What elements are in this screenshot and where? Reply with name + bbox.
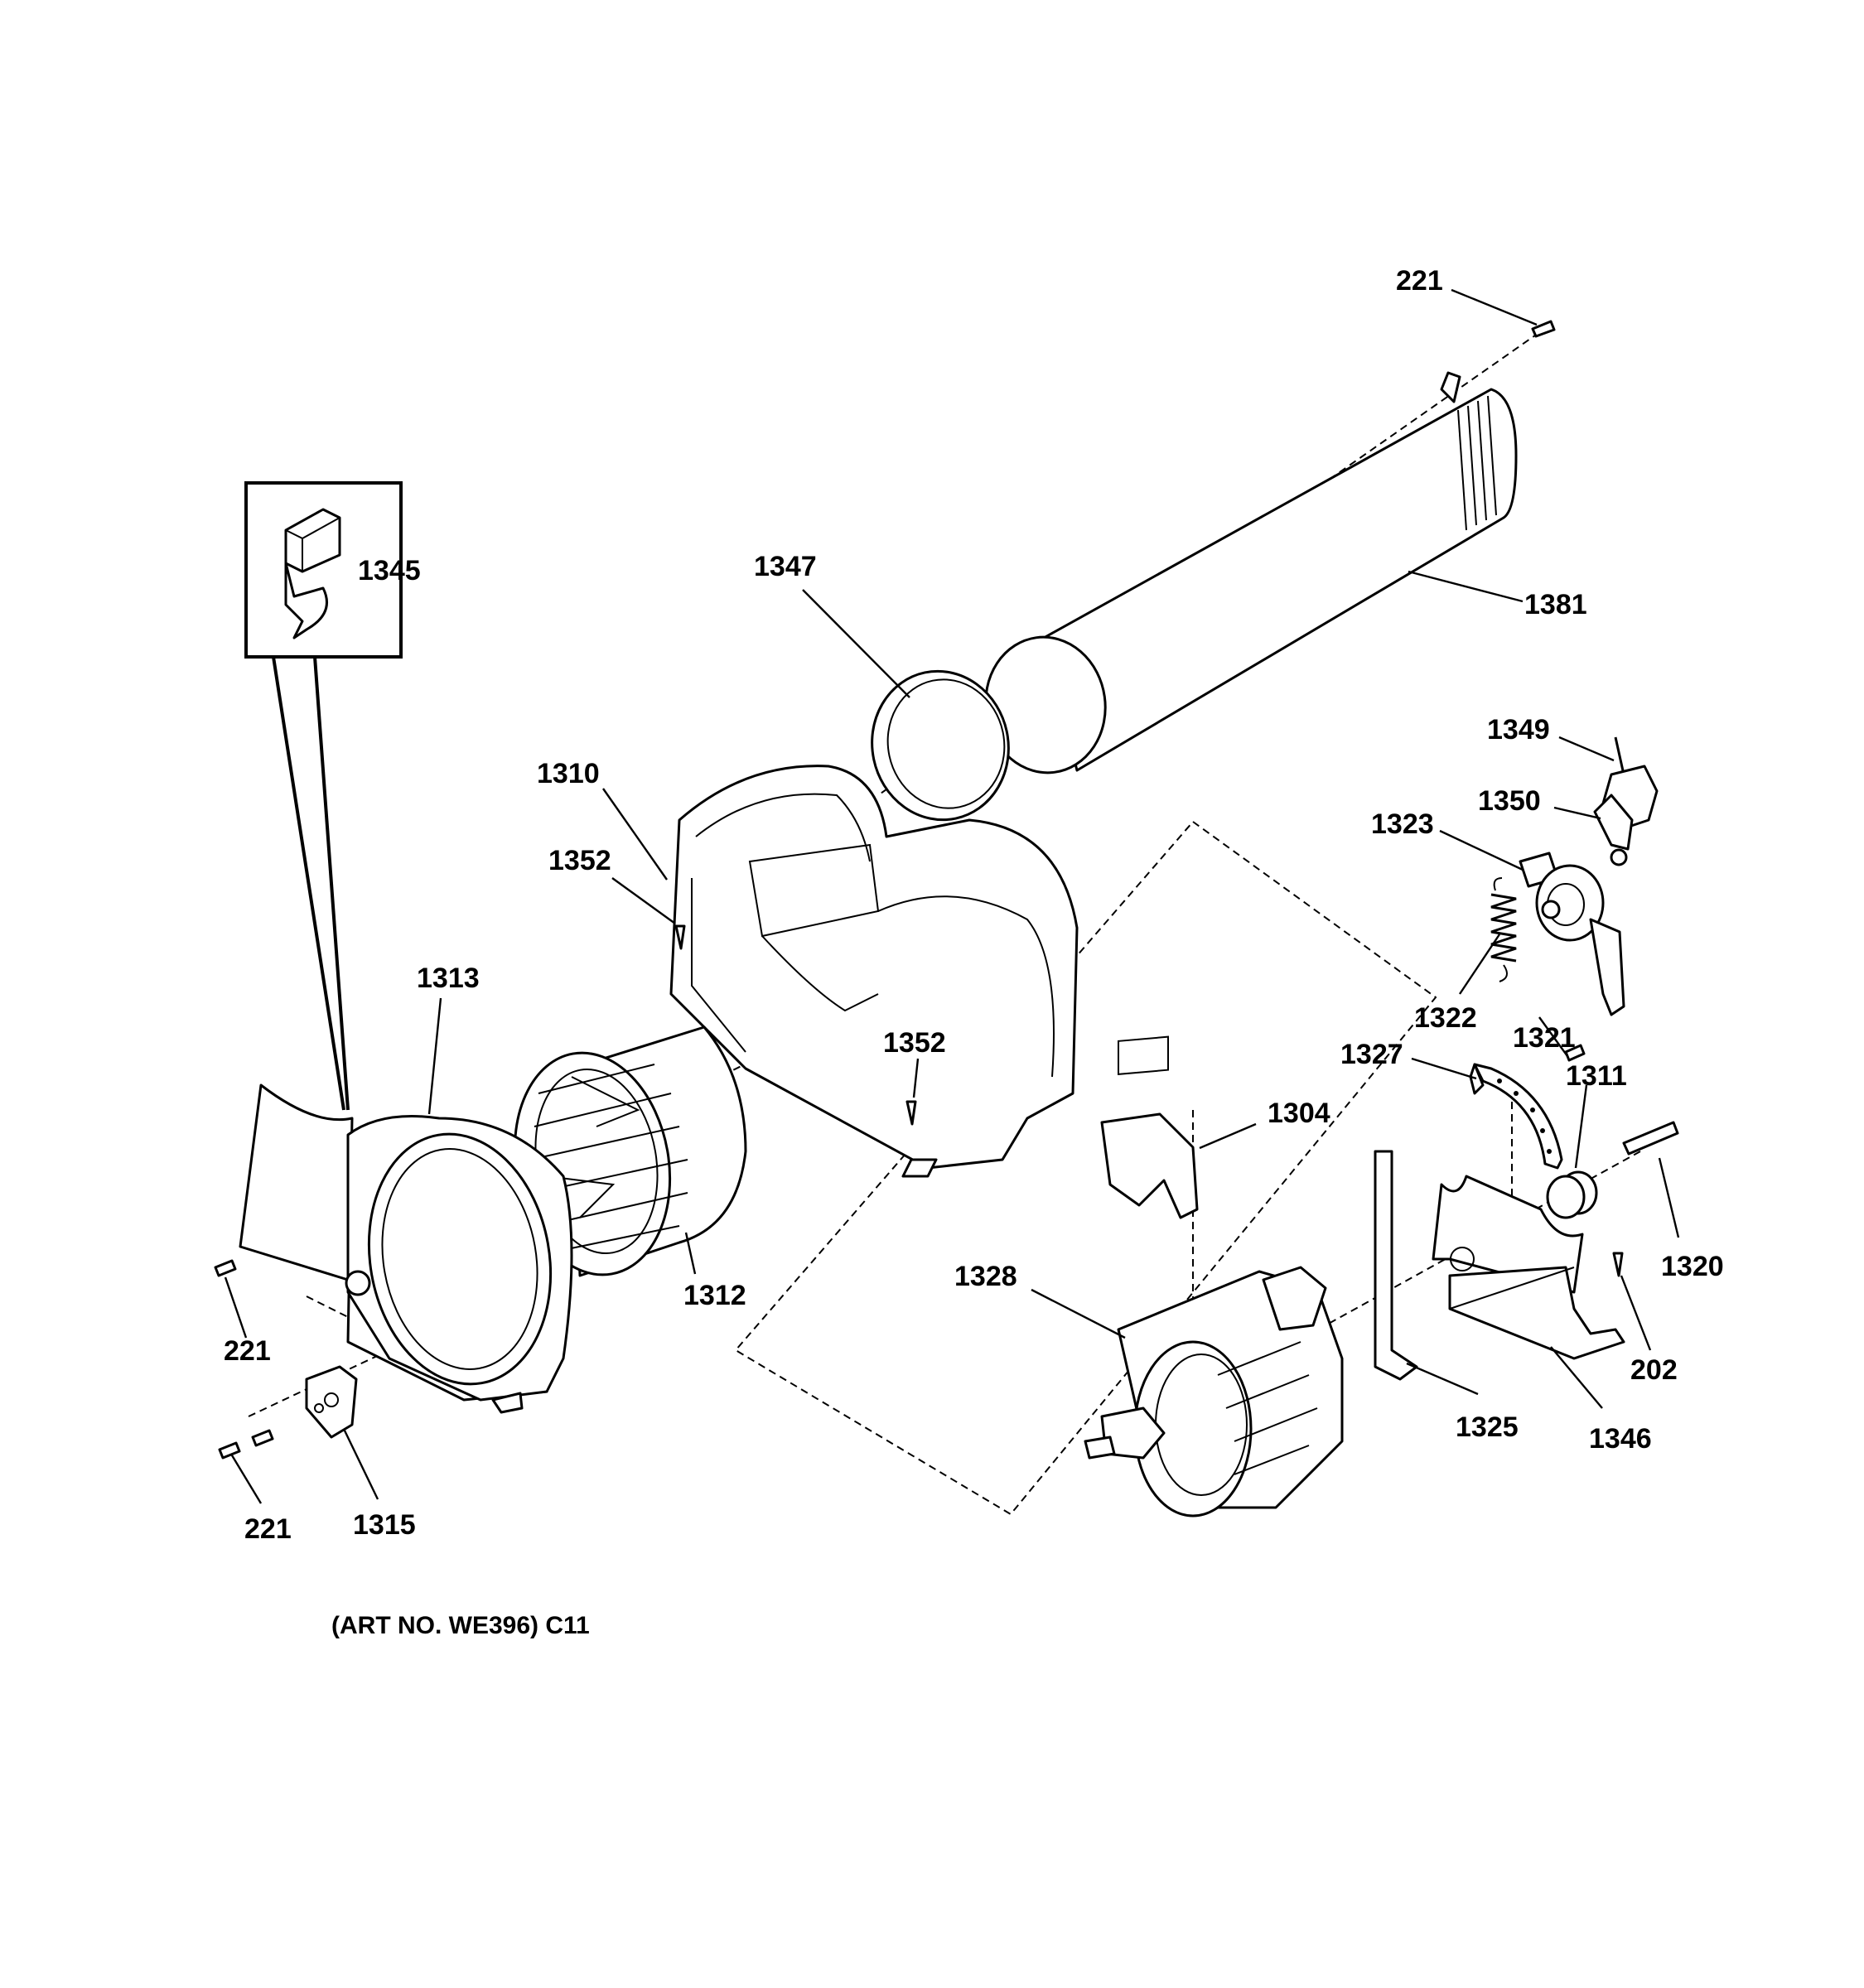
switch-1349-1350	[1593, 736, 1659, 866]
callout-1327: 1327	[1340, 1039, 1403, 1070]
callout-221-top: 221	[1396, 265, 1443, 297]
strap-1327	[1469, 1063, 1563, 1170]
blower-housing-1310	[669, 765, 1079, 1178]
thermal-fuse-1315	[305, 1365, 358, 1439]
callout-1325: 1325	[1456, 1411, 1519, 1443]
callout-221-left: 221	[224, 1335, 271, 1367]
callout-1321: 1321	[1513, 1022, 1576, 1054]
callout-1345: 1345	[358, 555, 421, 586]
leader-lines	[224, 288, 1680, 1504]
callout-1347: 1347	[754, 551, 817, 582]
callout-1350: 1350	[1478, 785, 1541, 817]
motor-mount-1346	[1374, 1150, 1625, 1381]
callout-1328: 1328	[954, 1261, 1017, 1292]
callout-1381: 1381	[1524, 589, 1587, 620]
idler-1323	[1519, 852, 1625, 1016]
callout-1352-upper: 1352	[548, 845, 611, 876]
idler-spring-1322	[1490, 877, 1517, 982]
callout-1310: 1310	[537, 758, 600, 789]
motor-bracket-1304	[1100, 1035, 1199, 1219]
callout-1322: 1322	[1414, 1002, 1477, 1034]
callout-1323: 1323	[1371, 808, 1434, 840]
callout-1352-lower: 1352	[883, 1027, 946, 1059]
duct-seal-1347	[871, 669, 1010, 822]
pulley-1311	[1546, 1170, 1598, 1219]
front-duct-1313	[239, 1083, 573, 1414]
callout-1315: 1315	[353, 1509, 416, 1541]
screws	[214, 320, 1679, 1460]
callout-202: 202	[1630, 1354, 1678, 1386]
callout-1311: 1311	[1566, 1060, 1627, 1092]
exhaust-duct-1381	[984, 371, 1518, 774]
callout-1320: 1320	[1661, 1251, 1724, 1282]
callout-1312: 1312	[683, 1280, 746, 1311]
callout-labels: 221 1345 1347 1381 1349 1350 1310 1323 1…	[224, 265, 1724, 1545]
callout-1346: 1346	[1589, 1423, 1652, 1455]
callout-1304: 1304	[1268, 1098, 1330, 1129]
callout-1349: 1349	[1487, 714, 1550, 746]
callout-1313: 1313	[417, 963, 480, 994]
inset-1345	[244, 481, 403, 1111]
callout-221-bottom: 221	[244, 1513, 292, 1545]
drive-motor-1328	[1084, 1266, 1344, 1518]
art-number-caption: (ART NO. WE396) C11	[331, 1612, 590, 1639]
